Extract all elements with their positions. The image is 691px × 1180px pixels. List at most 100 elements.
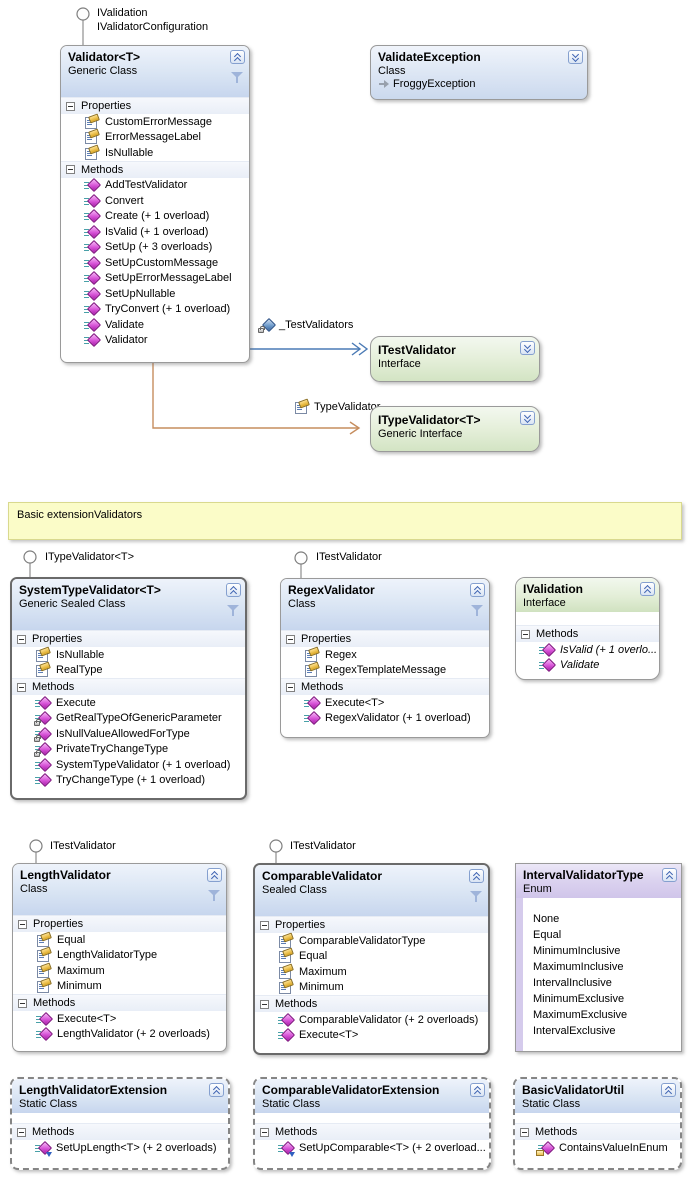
enum-value-row[interactable]: IntervalInclusive: [533, 977, 612, 989]
enum-value-row[interactable]: MaximumExclusive: [533, 1009, 628, 1021]
member-row[interactable]: Execute: [12, 695, 245, 711]
member-row[interactable]: ErrorMessageLabel: [61, 130, 249, 146]
member-row[interactable]: TryChangeType (+ 1 overload): [12, 773, 245, 789]
filter-icon[interactable]: [227, 604, 240, 617]
interface-ivalidation[interactable]: IValidation Interface Methods IsValid (+…: [515, 577, 660, 680]
class-validator[interactable]: Validator<T> Generic Class Properties Cu…: [60, 45, 250, 363]
member-row[interactable]: IsValid (+ 1 overlo...: [516, 642, 659, 658]
member-row[interactable]: SetUpLength<T> (+ 2 overloads): [12, 1140, 228, 1157]
member-row[interactable]: RegexTemplateMessage: [281, 663, 489, 679]
lollipop-system-type-validator[interactable]: [23, 550, 37, 577]
collapse-button[interactable]: [209, 1083, 224, 1098]
member-row[interactable]: GetRealTypeOfGenericParameter: [12, 711, 245, 727]
expand-button[interactable]: [568, 50, 583, 64]
enum-value-row[interactable]: IntervalExclusive: [533, 1025, 616, 1037]
member-row[interactable]: RealType: [12, 663, 245, 679]
member-row[interactable]: Validate: [61, 317, 249, 333]
comment-box[interactable]: Basic extensionValidators: [8, 502, 682, 540]
enum-value-row[interactable]: MinimumExclusive: [533, 993, 625, 1005]
member-row[interactable]: Execute<T>: [13, 1011, 226, 1027]
class-length-validator[interactable]: LengthValidator Class Properties Equal L…: [12, 863, 227, 1052]
lollipop-validator[interactable]: [76, 7, 90, 45]
enum-value-row[interactable]: Equal: [533, 929, 562, 941]
lollipop-comparable-validator[interactable]: [269, 839, 283, 863]
association-test-validators[interactable]: [250, 342, 369, 356]
association-label-type-validator[interactable]: TypeValidator: [294, 401, 380, 414]
collapse-button[interactable]: [640, 582, 655, 597]
class-comparable-validator[interactable]: ComparableValidator Sealed Class Propert…: [253, 863, 490, 1055]
member-row[interactable]: SetUp (+ 3 overloads): [61, 240, 249, 256]
section-collapse-icon[interactable]: [18, 919, 27, 929]
expand-button[interactable]: [520, 341, 535, 355]
member-row[interactable]: Execute<T>: [255, 1028, 488, 1044]
member-row[interactable]: PrivateTryChangeType: [12, 742, 245, 758]
member-row[interactable]: IsNullable: [12, 647, 245, 663]
section-collapse-icon[interactable]: [18, 998, 27, 1008]
filter-icon[interactable]: [208, 889, 221, 902]
member-row[interactable]: SetUpCustomMessage: [61, 255, 249, 271]
collapse-button[interactable]: [226, 583, 241, 598]
class-validate-exception[interactable]: ValidateException Class FroggyException: [370, 45, 588, 100]
collapse-button[interactable]: [207, 868, 222, 883]
collapse-button[interactable]: [662, 868, 677, 883]
filter-icon[interactable]: [470, 890, 483, 903]
section-collapse-icon[interactable]: [66, 165, 75, 174]
member-row[interactable]: Convert: [61, 193, 249, 209]
section-collapse-icon[interactable]: [286, 634, 295, 644]
section-collapse-icon[interactable]: [260, 920, 269, 930]
section-collapse-icon[interactable]: [17, 682, 26, 692]
section-collapse-icon[interactable]: [286, 682, 295, 692]
member-row[interactable]: Maximum: [255, 964, 488, 980]
member-row[interactable]: SystemTypeValidator (+ 1 overload): [12, 757, 245, 773]
member-row[interactable]: Equal: [13, 932, 226, 948]
member-row[interactable]: Create (+ 1 overload): [61, 209, 249, 225]
filter-icon[interactable]: [471, 604, 484, 617]
section-collapse-icon[interactable]: [520, 1127, 529, 1137]
lollipop-regex-validator[interactable]: [294, 551, 308, 578]
member-row[interactable]: IsNullable: [61, 145, 249, 161]
class-comparable-validator-extension[interactable]: ComparableValidatorExtension Static Clas…: [253, 1077, 491, 1170]
enum-interval-validator-type[interactable]: IntervalValidatorType Enum None Equal Mi…: [515, 863, 682, 1052]
section-collapse-icon[interactable]: [17, 634, 26, 644]
member-row[interactable]: IsNullValueAllowedForType: [12, 726, 245, 742]
collapse-button[interactable]: [661, 1083, 676, 1098]
member-row[interactable]: AddTestValidator: [61, 178, 249, 194]
collapse-button[interactable]: [470, 1083, 485, 1098]
class-system-type-validator[interactable]: SystemTypeValidator<T> Generic Sealed Cl…: [10, 577, 247, 800]
member-row[interactable]: ComparableValidator (+ 2 overloads): [255, 1012, 488, 1028]
member-row[interactable]: TryConvert (+ 1 overload): [61, 302, 249, 318]
class-basic-validator-util[interactable]: BasicValidatorUtil Static Class Methods …: [513, 1077, 682, 1170]
filter-icon[interactable]: [231, 71, 244, 84]
member-row[interactable]: ComparableValidatorType: [255, 933, 488, 949]
class-length-validator-extension[interactable]: LengthValidatorExtension Static Class Me…: [10, 1077, 230, 1170]
member-row[interactable]: Equal: [255, 949, 488, 965]
expand-button[interactable]: [520, 411, 535, 425]
member-row[interactable]: SetUpComparable<T> (+ 2 overload...: [255, 1140, 489, 1157]
section-collapse-icon[interactable]: [17, 1127, 26, 1137]
member-row[interactable]: LengthValidator (+ 2 overloads): [13, 1027, 226, 1043]
member-row[interactable]: ContainsValueInEnum: [515, 1140, 680, 1156]
collapse-button[interactable]: [230, 50, 245, 65]
interface-itype-validator[interactable]: ITypeValidator<T> Generic Interface: [370, 406, 540, 452]
member-row[interactable]: Regex: [281, 647, 489, 663]
member-row[interactable]: IsValid (+ 1 overload): [61, 224, 249, 240]
member-row[interactable]: Maximum: [13, 963, 226, 979]
section-collapse-icon[interactable]: [66, 101, 75, 111]
section-collapse-icon[interactable]: [521, 629, 530, 639]
member-row[interactable]: Validate: [516, 658, 659, 674]
lollipop-length-validator[interactable]: [29, 839, 43, 863]
association-label-test-validators[interactable]: _TestValidators: [258, 319, 353, 333]
member-row[interactable]: Minimum: [255, 980, 488, 996]
collapse-button[interactable]: [470, 583, 485, 598]
member-row[interactable]: Execute<T>: [281, 695, 489, 711]
member-row[interactable]: RegexValidator (+ 1 overload): [281, 711, 489, 727]
member-row[interactable]: SetUpNullable: [61, 286, 249, 302]
member-row[interactable]: SetUpErrorMessageLabel: [61, 271, 249, 287]
enum-value-row[interactable]: MaximumInclusive: [533, 961, 624, 973]
member-row[interactable]: LengthValidatorType: [13, 948, 226, 964]
collapse-button[interactable]: [469, 869, 484, 884]
member-row[interactable]: CustomErrorMessage: [61, 114, 249, 130]
enum-value-row[interactable]: None: [533, 913, 560, 925]
enum-value-row[interactable]: MinimumInclusive: [533, 945, 621, 957]
section-collapse-icon[interactable]: [260, 1127, 269, 1137]
